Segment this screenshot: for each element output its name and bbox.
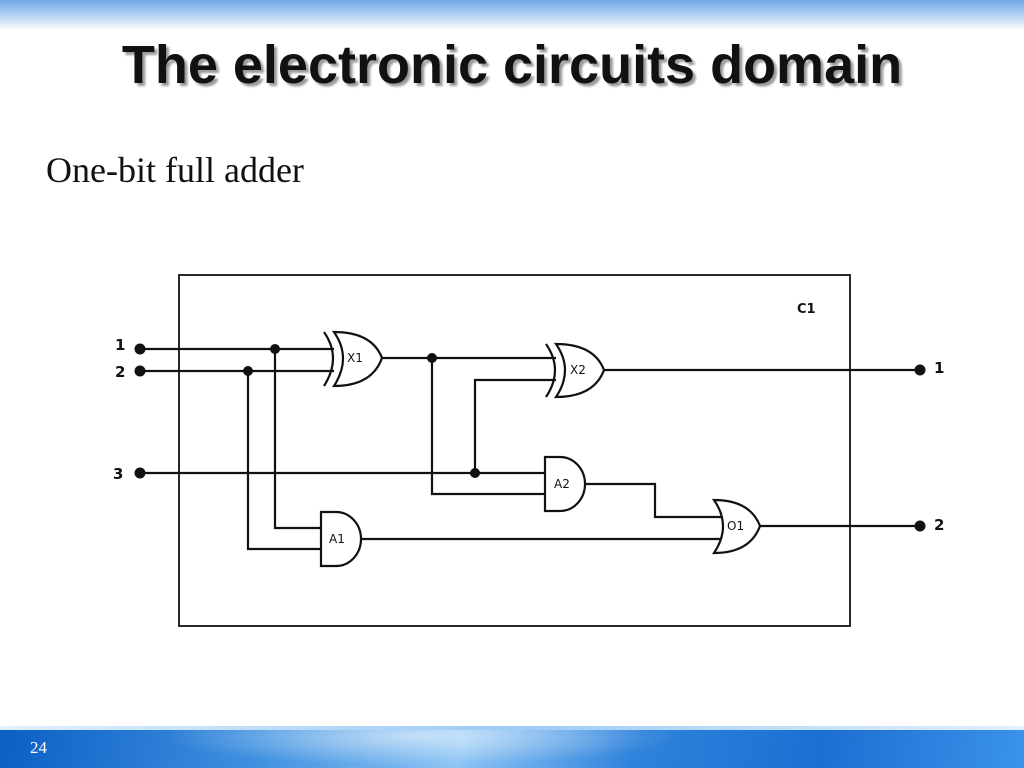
xor-gate-x2: X2 bbox=[545, 342, 606, 399]
output-label-1: 1 bbox=[934, 359, 944, 377]
terminal-input1 bbox=[134, 343, 146, 355]
wire-input3-branch-x2 bbox=[473, 378, 556, 473]
footer-gradient-band: 24 bbox=[0, 726, 1024, 768]
terminals bbox=[134, 343, 926, 532]
junction-dot bbox=[270, 344, 280, 354]
gate-label-o1: O1 bbox=[727, 519, 744, 533]
wire-x1-branch-a2 bbox=[430, 358, 545, 496]
terminal-output1 bbox=[914, 364, 926, 376]
input-label-2: 2 bbox=[115, 363, 125, 381]
gate-label-a1: A1 bbox=[329, 532, 345, 546]
terminal-input3 bbox=[134, 467, 146, 479]
wire-input2-branch-a1 bbox=[246, 371, 321, 551]
wire-input1-branch-a1 bbox=[273, 349, 321, 530]
junctions bbox=[243, 344, 480, 478]
wire-a2-out bbox=[585, 482, 722, 519]
header-gradient-band bbox=[0, 0, 1024, 30]
and-gate-a2: A2 bbox=[543, 455, 587, 513]
junction-dot bbox=[470, 468, 480, 478]
gate-label-a2: A2 bbox=[554, 477, 570, 491]
terminal-output2 bbox=[914, 520, 926, 532]
circuit-box bbox=[178, 274, 851, 627]
slide-number: 24 bbox=[30, 738, 47, 757]
xor-gate-x1: X1 bbox=[323, 330, 384, 388]
and-gate-a1: A1 bbox=[319, 510, 363, 568]
circuit-box-label: C1 bbox=[797, 302, 816, 317]
input-label-3: 3 bbox=[113, 465, 123, 483]
slide-subtitle: One-bit full adder bbox=[46, 150, 304, 190]
junction-dot bbox=[243, 366, 253, 376]
terminal-input2 bbox=[134, 365, 146, 377]
gate-label-x2: X2 bbox=[570, 363, 586, 377]
output-label-2: 2 bbox=[934, 516, 944, 534]
gate-label-x1: X1 bbox=[347, 351, 363, 365]
or-gate-o1: O1 bbox=[711, 498, 762, 555]
input-label-1: 1 bbox=[115, 336, 125, 354]
wires bbox=[140, 347, 920, 551]
junction-dot bbox=[427, 353, 437, 363]
slide-title: The electronic circuits domain bbox=[121, 35, 903, 95]
